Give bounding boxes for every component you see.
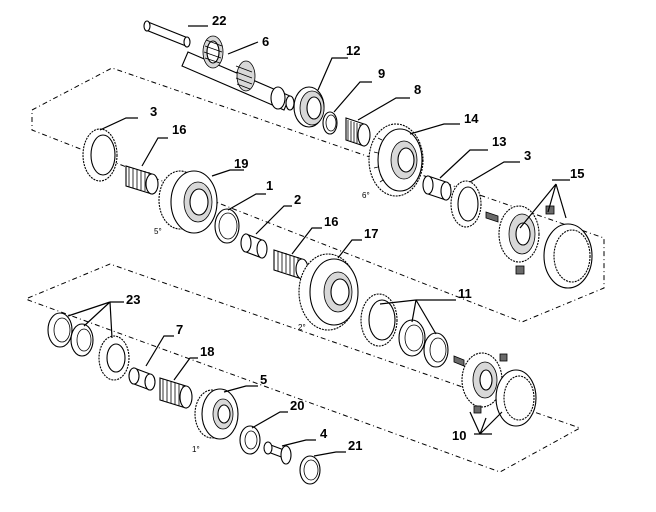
callout-7: 7 [176, 322, 183, 337]
gear-14-sixth [368, 123, 424, 197]
callout-2: 2 [294, 192, 301, 207]
rings-23 [47, 312, 130, 381]
gear-label-2: 2° [298, 323, 306, 332]
upper-group-outline [31, 67, 605, 323]
callout-6: 6 [262, 34, 269, 49]
lower-group-outline [27, 263, 582, 473]
gear-label-5: 5° [154, 227, 162, 236]
shaft-6 [181, 35, 295, 111]
callout-15: 15 [570, 166, 584, 181]
callout-14: 14 [464, 111, 479, 126]
callout-12: 12 [346, 43, 360, 58]
gear-17-second [298, 253, 359, 331]
pin-22 [143, 20, 191, 48]
snap-ring-21 [299, 455, 321, 485]
snap-ring-9 [322, 111, 338, 135]
snap-ring-1 [214, 208, 240, 244]
gear-labels: 6° 5° 2° 1° [154, 191, 370, 454]
callout-16-upper: 16 [172, 122, 186, 137]
gear-label-1: 1° [192, 445, 200, 454]
synchro-assembly-15 [485, 205, 593, 289]
bearing-12 [293, 86, 325, 128]
synchro-rings-11 [360, 293, 449, 368]
callout-16-lower: 16 [324, 214, 338, 229]
callout-20: 20 [290, 398, 304, 413]
bushing-7 [128, 367, 156, 391]
callout-9: 9 [378, 66, 385, 81]
callout-numbers: 22 6 12 9 8 3 16 14 13 3 15 19 1 2 16 17… [126, 13, 584, 453]
callout-22: 22 [212, 13, 226, 28]
callout-17: 17 [364, 226, 378, 241]
spacer-4 [263, 441, 292, 465]
callout-21: 21 [348, 438, 362, 453]
callout-3-right: 3 [524, 148, 531, 163]
needle-bearing-8 [345, 117, 371, 147]
callout-3-left: 3 [150, 104, 157, 119]
leader-lines [67, 25, 570, 457]
gear-19-fifth [158, 170, 218, 234]
bushing-2 [240, 233, 268, 259]
callout-11: 11 [458, 286, 472, 301]
callout-1: 1 [266, 178, 273, 193]
callout-5: 5 [260, 372, 267, 387]
callout-23: 23 [126, 292, 140, 307]
washer-20 [239, 425, 261, 455]
gear-label-6: 6° [362, 191, 370, 200]
needle-bearing-18 [159, 377, 193, 409]
synchro-ring-3-left [82, 128, 118, 182]
needle-bearing-16-upper [125, 165, 159, 195]
bushing-13 [422, 175, 452, 201]
gear-5-first [194, 388, 239, 440]
callout-10: 10 [452, 428, 466, 443]
synchro-ring-3-right [450, 180, 482, 228]
callout-4: 4 [320, 426, 328, 441]
callout-19: 19 [234, 156, 248, 171]
callout-18: 18 [200, 344, 214, 359]
callout-13: 13 [492, 134, 506, 149]
callout-8: 8 [414, 82, 421, 97]
synchro-assembly-10 [453, 352, 537, 427]
